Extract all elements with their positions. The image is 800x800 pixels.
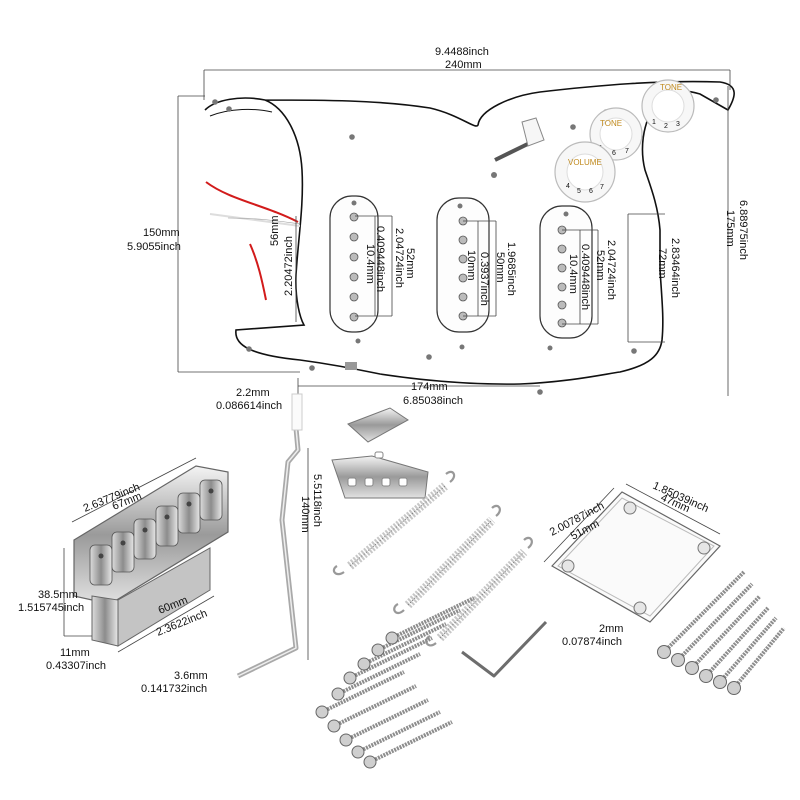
pickup3-w-in: 0.409448inch	[579, 244, 591, 310]
screw	[315, 670, 405, 719]
tone-knob-2: TONE 5 6 7	[589, 107, 643, 161]
pickup-bridge	[539, 205, 593, 351]
width-mm-label: 240mm	[445, 59, 482, 71]
pickup1-len-in: 2.04724inch	[393, 228, 405, 288]
bottom-gap-in: 0.086614inch	[216, 400, 282, 412]
pickup2-w-in: 0.3937inch	[478, 252, 490, 306]
bottom-gap-mm: 2.2mm	[236, 387, 270, 399]
pickup2-w-mm: 10mm	[465, 250, 477, 281]
height-inch-label: 6.88975inch	[737, 200, 749, 260]
screw	[657, 570, 746, 659]
knob-number: 7	[625, 148, 629, 155]
height-mm-label: 175mm	[724, 210, 736, 247]
volume-label: VOLUME	[568, 158, 602, 167]
screw-hole	[426, 354, 432, 360]
screw-hole	[226, 106, 232, 112]
pickup3-w-mm: 10.4mm	[567, 254, 579, 294]
pickup-middle	[436, 197, 490, 350]
screw-hole	[246, 346, 252, 352]
tremolo-arm: 5.5118inch 140mm 3.6mm 0.141732inch	[141, 393, 323, 695]
screw-hole	[491, 172, 497, 178]
tone-knob-1: TONE 1 2 3	[641, 79, 695, 133]
knob-number: 7	[600, 184, 604, 191]
pickup2-len-mm: 50mm	[494, 252, 506, 283]
plate-t-in: 0.07874inch	[562, 636, 622, 648]
left-inner-in: 2.20472inch	[283, 236, 295, 296]
screw	[339, 698, 429, 747]
block-in: 0.43307inch	[46, 660, 106, 672]
screw	[343, 636, 433, 685]
pickup3-len-mm: 52mm	[594, 250, 606, 281]
bridge-h-mm: 38.5mm	[38, 589, 78, 601]
screw-hole	[349, 134, 355, 140]
screw-hole	[631, 348, 637, 354]
plate-t-mm: 2mm	[599, 623, 623, 635]
neck-screws	[657, 570, 786, 695]
left-inner-mm: 56mm	[269, 215, 281, 246]
screw	[699, 606, 770, 683]
tone2-label: TONE	[600, 119, 622, 128]
knob-number: 4	[566, 183, 570, 190]
screw	[327, 684, 417, 733]
arm-len-mm: 140mm	[299, 496, 311, 533]
wires	[205, 181, 301, 301]
ground-lug	[345, 362, 357, 370]
screw-hole	[212, 99, 218, 105]
screw	[331, 652, 421, 701]
bridge-saddles	[89, 479, 223, 586]
tremolo-bridge: 2.63779inch 67mm 38.5mm 1.515745inch 60m…	[18, 457, 229, 672]
pickup1-w-mm: 10.4mm	[364, 244, 376, 284]
knob-number: 1	[652, 119, 656, 126]
pickup1-len-mm: 52mm	[404, 248, 416, 279]
screw	[685, 594, 762, 675]
knob-number: 3	[676, 121, 680, 128]
neck-plate: 2.00787inch 51mm 1.85039inch 47mm 2mm 0.…	[543, 480, 721, 648]
pickup-neck	[329, 195, 379, 344]
pickguard-screws	[315, 596, 475, 769]
screw-hole	[537, 389, 543, 395]
pickguard: TONE 1 2 3 TONE 5 6 7 VOLUME 4 5 6 7	[204, 79, 735, 395]
screw	[363, 720, 453, 769]
screw	[713, 616, 778, 689]
screw	[351, 710, 441, 759]
spring-claw	[331, 407, 429, 499]
bridge-h-in: 1.515745inch	[18, 602, 84, 614]
arm-len-in: 5.5118inch	[311, 474, 323, 527]
knob-number: 6	[589, 188, 593, 195]
bottom-len-mm: 174mm	[411, 381, 448, 393]
left-height-mm: 150mm	[143, 227, 180, 239]
knob-number: 5	[577, 188, 581, 195]
block-mm: 11mm	[60, 647, 90, 659]
selector-switch	[494, 117, 545, 162]
tone1-label: TONE	[660, 83, 682, 92]
arm-dia-mm: 3.6mm	[174, 670, 208, 682]
pickup3-len-in: 2.04724inch	[605, 240, 617, 300]
screw-hole	[309, 365, 315, 371]
screw	[727, 626, 786, 695]
pickguard-dimensions: 9.4488inch 240mm 6.88975inch 175mm 150mm…	[127, 46, 749, 412]
screw	[385, 596, 475, 645]
knob-number: 6	[612, 150, 616, 157]
tremolo-springs	[332, 470, 533, 647]
width-inch-label: 9.4488inch	[435, 46, 489, 58]
screw-hole	[713, 97, 719, 103]
arm-dia-in: 0.141732inch	[141, 683, 207, 695]
volume-knob: VOLUME 4 5 6 7	[554, 141, 616, 203]
knob-number: 2	[664, 123, 668, 130]
left-height-in: 5.9055inch	[127, 241, 181, 253]
screw	[671, 582, 754, 667]
pickup1-w-in: 0.409448inch	[374, 226, 386, 292]
screw-hole	[570, 124, 576, 130]
right-inner-in: 2.83464inch	[669, 238, 681, 298]
hex-key	[461, 620, 548, 678]
bottom-len-in: 6.85038inch	[403, 395, 463, 407]
right-inner-mm: 72mm	[656, 248, 668, 279]
screw	[357, 622, 447, 671]
pickup2-len-in: 1.9685inch	[505, 242, 517, 296]
